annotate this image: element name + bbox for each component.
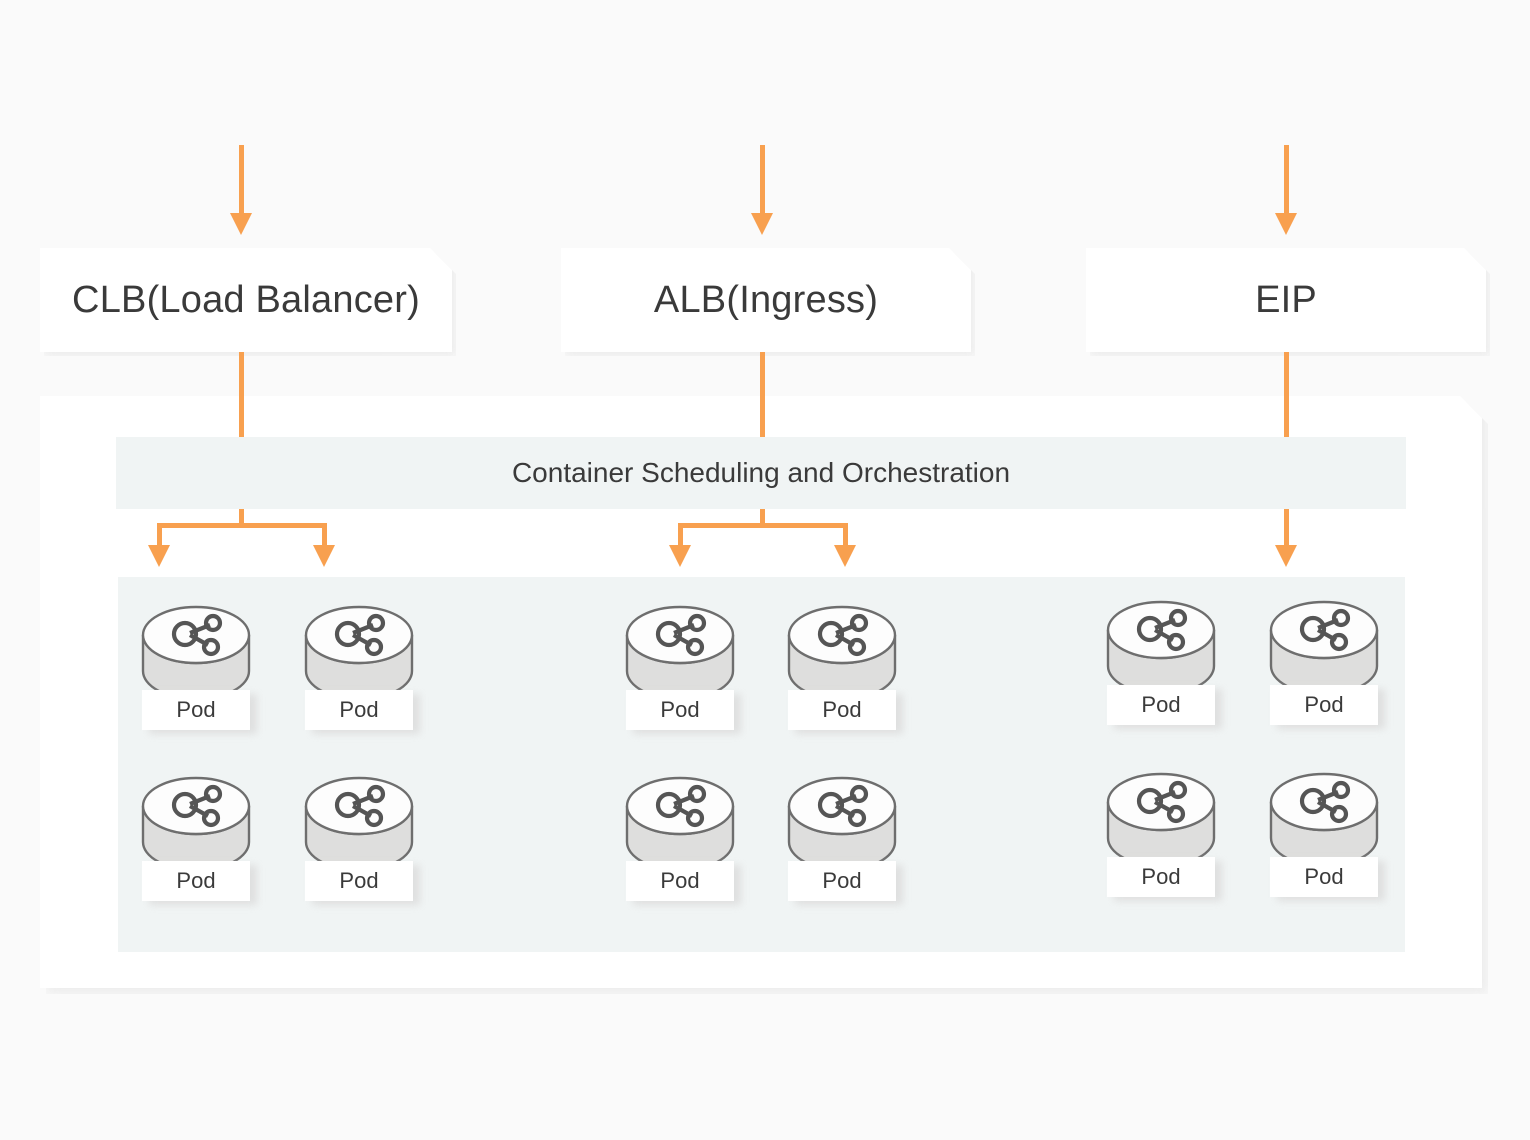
pod-item[interactable]: Pod [1105, 600, 1222, 729]
pod-item[interactable]: Pod [303, 605, 420, 734]
inbound-arrow-head-alb [751, 213, 773, 235]
pod-cylinder [303, 776, 415, 872]
share-nodes-icon [304, 776, 414, 872]
pod-item[interactable]: Pod [1105, 772, 1222, 901]
inbound-arrow-stem-eip [1284, 145, 1289, 215]
pod-label: Pod [1107, 857, 1215, 897]
orchestration-band: Container Scheduling and Orchestration [116, 437, 1406, 509]
clb-fork-left-drop [157, 523, 162, 547]
eip-straight-drop [1284, 509, 1289, 547]
pod-cylinder [624, 605, 736, 701]
share-nodes-icon [141, 605, 251, 701]
share-nodes-icon [1269, 600, 1379, 696]
pod-label: Pod [626, 690, 734, 730]
share-nodes-icon [625, 605, 735, 701]
inbound-arrow-head-eip [1275, 213, 1297, 235]
pod-label: Pod [142, 861, 250, 901]
share-nodes-icon [1106, 600, 1216, 696]
pod-label: Pod [305, 690, 413, 730]
pod-cylinder [786, 776, 898, 872]
share-nodes-icon [1106, 772, 1216, 868]
service-box-clb-label: CLB(Load Balancer) [72, 278, 420, 321]
pod-item[interactable]: Pod [786, 776, 903, 905]
pod-cylinder [140, 605, 252, 701]
clb-fork-left-arrowhead [148, 545, 170, 567]
share-nodes-icon [304, 605, 414, 701]
pod-cylinder [624, 776, 736, 872]
pod-item[interactable]: Pod [1268, 600, 1385, 729]
share-nodes-icon [1269, 772, 1379, 868]
inbound-arrow-stem-clb [239, 145, 244, 215]
clb-fork-right-drop [322, 523, 327, 547]
alb-fork-right-drop [843, 523, 848, 547]
connector-alb-to-orchestration [760, 352, 765, 442]
clb-fork-crossbar [157, 523, 327, 528]
pod-cylinder [786, 605, 898, 701]
service-box-alb-label: ALB(Ingress) [653, 278, 879, 321]
pod-item[interactable]: Pod [303, 776, 420, 905]
service-box-alb[interactable]: ALB(Ingress) [561, 248, 971, 352]
pod-cylinder [1268, 772, 1380, 868]
pod-label: Pod [788, 690, 896, 730]
pod-item[interactable]: Pod [624, 605, 741, 734]
pod-item[interactable]: Pod [624, 776, 741, 905]
pod-item[interactable]: Pod [140, 605, 257, 734]
connector-clb-to-orchestration [239, 352, 244, 442]
pod-cylinder [1105, 772, 1217, 868]
pod-item[interactable]: Pod [1268, 772, 1385, 901]
pod-label: Pod [305, 861, 413, 901]
pod-cylinder [1105, 600, 1217, 696]
alb-fork-crossbar [678, 523, 848, 528]
alb-fork-left-arrowhead [669, 545, 691, 567]
share-nodes-icon [625, 776, 735, 872]
pod-label: Pod [1270, 685, 1378, 725]
pod-item[interactable]: Pod [140, 776, 257, 905]
eip-straight-arrowhead [1275, 545, 1297, 567]
pod-cylinder [140, 776, 252, 872]
inbound-arrow-head-clb [230, 213, 252, 235]
orchestration-band-label: Container Scheduling and Orchestration [511, 457, 1011, 488]
pod-label: Pod [1107, 685, 1215, 725]
inbound-arrow-stem-alb [760, 145, 765, 215]
share-nodes-icon [787, 605, 897, 701]
pod-label: Pod [142, 690, 250, 730]
connector-eip-to-orchestration [1284, 352, 1289, 442]
service-box-eip-label: EIP [1255, 278, 1317, 321]
pod-cylinder [303, 605, 415, 701]
share-nodes-icon [787, 776, 897, 872]
pod-item[interactable]: Pod [786, 605, 903, 734]
pod-label: Pod [626, 861, 734, 901]
service-box-clb[interactable]: CLB(Load Balancer) [40, 248, 452, 352]
clb-fork-right-arrowhead [313, 545, 335, 567]
alb-fork-stem [760, 509, 765, 528]
pod-label: Pod [1270, 857, 1378, 897]
pod-cylinder [1268, 600, 1380, 696]
alb-fork-right-arrowhead [834, 545, 856, 567]
share-nodes-icon [141, 776, 251, 872]
alb-fork-left-drop [678, 523, 683, 547]
service-box-eip[interactable]: EIP [1086, 248, 1486, 352]
pod-label: Pod [788, 861, 896, 901]
clb-fork-stem [239, 509, 244, 528]
